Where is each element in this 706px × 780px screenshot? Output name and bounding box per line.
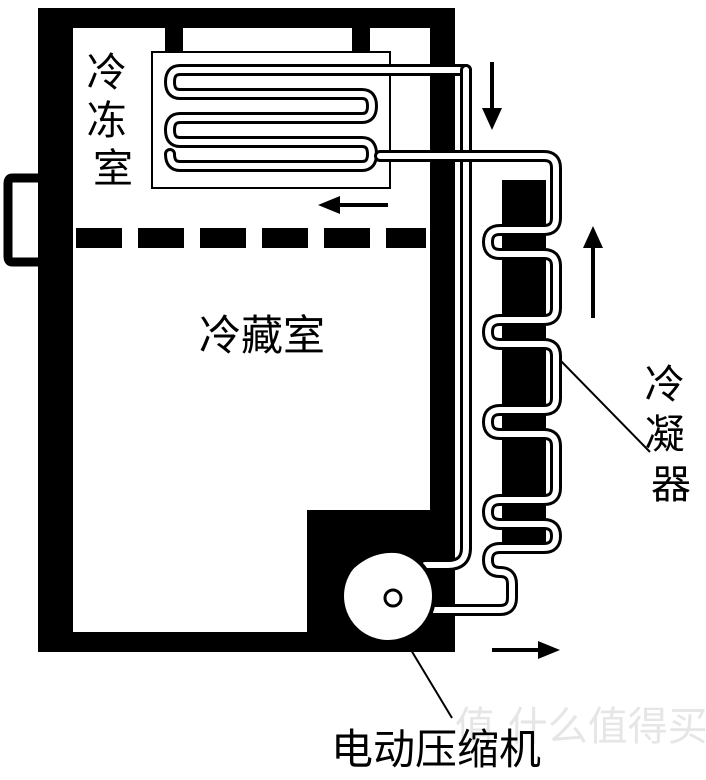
condenser-label: 冷 凝 器	[645, 362, 698, 508]
door-handle	[3, 173, 38, 267]
arrow-up-icon	[583, 226, 603, 318]
fridge-label: 冷藏室	[199, 311, 325, 360]
refrigerant-tubing	[374, 64, 562, 616]
condenser-label-2: 凝	[645, 412, 685, 458]
freezer-divider	[76, 228, 426, 248]
evaporator-bracket-right	[352, 28, 370, 54]
condenser-fins	[502, 180, 546, 548]
arrow-right-icon	[492, 641, 560, 659]
freezer-label-2: 冻	[87, 98, 127, 144]
condenser-label-1: 冷	[645, 362, 685, 408]
watermark: 值 什么值得买	[455, 704, 706, 750]
compressor-leader-line	[404, 639, 453, 719]
condenser-leader-line	[559, 359, 651, 453]
condenser-label-3: 器	[651, 462, 691, 508]
evaporator-coil	[164, 64, 472, 172]
compressor	[340, 548, 436, 644]
compressor-shaft	[383, 588, 403, 608]
freezer-label: 冷 冻 室	[87, 50, 140, 192]
arrow-down-icon	[482, 62, 502, 130]
arrow-left-icon	[318, 196, 388, 214]
compressor-label: 电动压缩机	[331, 725, 541, 774]
freezer-label-3: 室	[93, 146, 133, 192]
evaporator-bracket-left	[165, 28, 183, 54]
freezer-label-1: 冷	[87, 50, 127, 96]
